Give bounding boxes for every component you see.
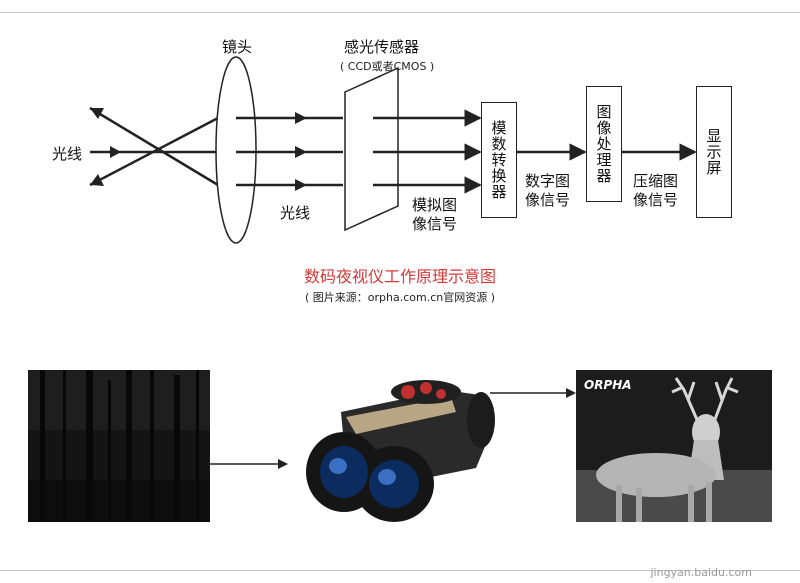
processor-box: 图像处理器 [586, 86, 622, 202]
bottom-border [0, 570, 800, 571]
light-in-label: 光线 [52, 145, 83, 163]
dark-forest-photo [28, 370, 210, 522]
analog-signal-label: 模拟图 像信号 [412, 196, 458, 233]
incoming-arrowheads [90, 108, 121, 186]
sensor-to-adc-rays [373, 109, 482, 194]
adc-box: 模数转换器 [481, 102, 517, 218]
sensor-sublabel: ( CCD或者CMOS ) [340, 60, 435, 73]
sensor-shape [344, 66, 399, 232]
digital-signal-label: 数字图 像信号 [525, 172, 571, 209]
lens-label: 镜头 [222, 38, 253, 56]
baidu-watermark: Baidu 经验 [627, 535, 750, 560]
sensor-label: 感光传感器 [344, 38, 420, 56]
lens-ray-arrowheads [295, 112, 307, 191]
compressed-signal-label: 压缩图 像信号 [633, 172, 679, 209]
top-border [0, 12, 800, 13]
baidu-watermark-url: jingyan.baidu.com [650, 566, 752, 579]
display-box: 显示屏 [696, 86, 732, 218]
night-vision-binocular-image [286, 372, 501, 524]
lens-shape [215, 56, 257, 244]
orpha-logo: ORPHA [584, 378, 632, 392]
diagram-title: 数码夜视仪工作原理示意图 [303, 267, 496, 286]
night-vision-deer-photo: ORPHA [576, 370, 772, 522]
diagram-lines [89, 56, 697, 244]
image-source: ( 图片来源：orpha.com.cn官网资源 ) [304, 291, 496, 304]
lens-to-sensor-rays [236, 116, 343, 187]
light-mid-label: 光线 [280, 204, 311, 222]
